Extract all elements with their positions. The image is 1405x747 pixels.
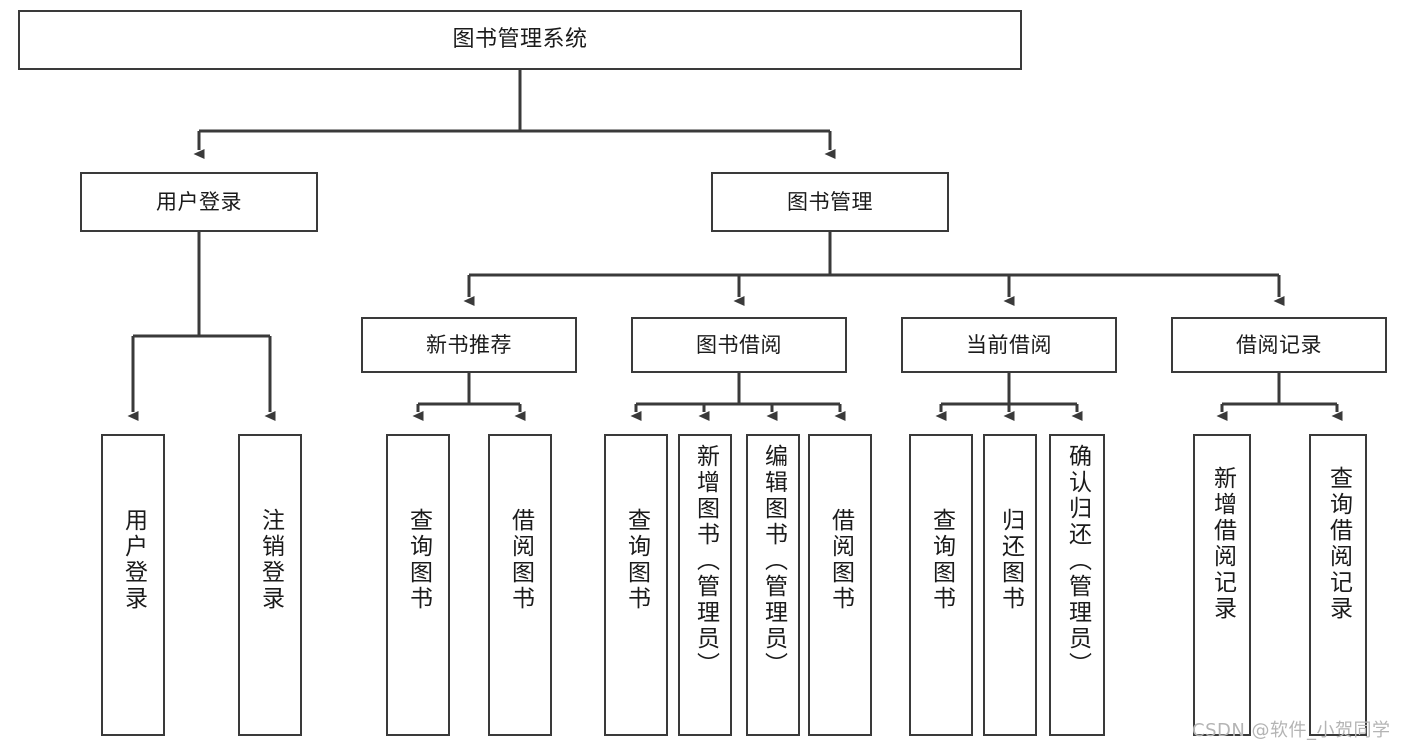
node-label: 借阅图书 (827, 508, 854, 612)
leaf-query-book-current-borrow[interactable]: 查询图书 (909, 434, 973, 736)
node-label: 图书借阅 (696, 332, 782, 357)
csdn-watermark: CSDN @软件_小贺同学 (1192, 720, 1391, 741)
node-label: 新增借阅记录 (1209, 466, 1236, 622)
node-book-borrow[interactable]: 图书借阅 (631, 317, 847, 373)
node-label: 查询借阅记录 (1325, 466, 1352, 622)
node-label: 新增图书（管理员） (692, 444, 719, 678)
node-label: 确认归还（管理员） (1064, 444, 1091, 678)
leaf-query-borrow-record[interactable]: 查询借阅记录 (1309, 434, 1367, 736)
leaf-query-book-book-borrow[interactable]: 查询图书 (604, 434, 668, 736)
leaf-user-logout[interactable]: 注销登录 (238, 434, 302, 736)
node-label: 查询图书 (623, 508, 650, 612)
leaf-confirm-return-admin[interactable]: 确认归还（管理员） (1049, 434, 1105, 736)
node-label: 借阅记录 (1236, 332, 1322, 357)
node-label: 图书管理 (787, 189, 873, 214)
leaf-query-book-new-book-rec[interactable]: 查询图书 (386, 434, 450, 736)
node-label: 新书推荐 (426, 332, 512, 357)
leaf-edit-book-admin[interactable]: 编辑图书（管理员） (746, 434, 800, 736)
node-new-book-recommendation[interactable]: 新书推荐 (361, 317, 577, 373)
leaf-add-book-admin[interactable]: 新增图书（管理员） (678, 434, 732, 736)
node-label: 用户登录 (120, 508, 147, 612)
node-label: 图书管理系统 (452, 27, 588, 53)
node-label: 编辑图书（管理员） (760, 444, 787, 678)
node-label: 注销登录 (257, 508, 284, 612)
leaf-add-borrow-record[interactable]: 新增借阅记录 (1193, 434, 1251, 736)
node-book-management[interactable]: 图书管理 (711, 172, 949, 232)
node-user-login[interactable]: 用户登录 (80, 172, 318, 232)
leaf-borrow-book-book-borrow[interactable]: 借阅图书 (808, 434, 872, 736)
node-label: 借阅图书 (507, 508, 534, 612)
leaf-return-book[interactable]: 归还图书 (983, 434, 1037, 736)
node-label: 当前借阅 (966, 332, 1052, 357)
node-label: 查询图书 (928, 508, 955, 612)
node-borrow-record[interactable]: 借阅记录 (1171, 317, 1387, 373)
node-label: 用户登录 (156, 189, 242, 214)
node-label: 查询图书 (405, 508, 432, 612)
node-root-book-management-system[interactable]: 图书管理系统 (18, 10, 1022, 70)
leaf-user-login[interactable]: 用户登录 (101, 434, 165, 736)
node-label: 归还图书 (997, 508, 1024, 612)
leaf-borrow-book-new-book-rec[interactable]: 借阅图书 (488, 434, 552, 736)
node-current-borrow[interactable]: 当前借阅 (901, 317, 1117, 373)
